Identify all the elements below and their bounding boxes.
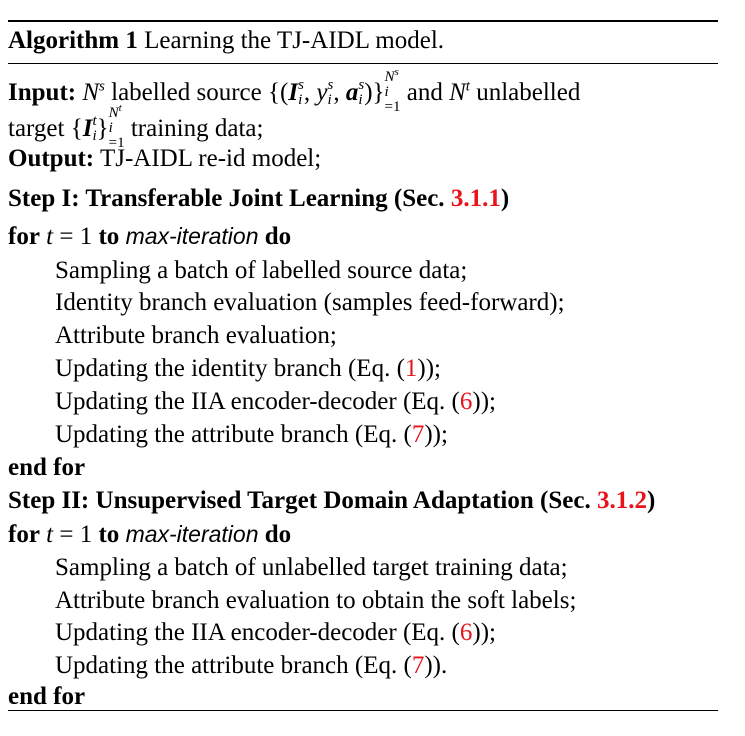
- step2-item-3-post: ));: [472, 619, 496, 646]
- caption-rule: [8, 63, 718, 65]
- input-text-3: unlabelled: [476, 79, 581, 107]
- math-t-eq-1: t: [46, 223, 54, 250]
- output-line: Output: TJ-AIDL re-id model;: [8, 144, 321, 174]
- input-text-2: and: [406, 79, 443, 107]
- step1-item-5-post: ));: [472, 388, 496, 415]
- step1-end-for: end for: [8, 454, 86, 481]
- input-text-1: labelled source: [111, 79, 262, 107]
- step2-to-keyword: to: [98, 521, 120, 548]
- step1-heading-text: Step I: Transferable Joint Learning (Sec…: [8, 185, 445, 212]
- step1-do-keyword: do: [264, 223, 292, 250]
- step2-do-keyword: do: [264, 521, 292, 548]
- step1-heading: Step I: Transferable Joint Learning (Sec…: [8, 184, 509, 214]
- output-label: Output:: [8, 145, 95, 172]
- step2-heading-close: ): [646, 487, 656, 514]
- caption-label: Algorithm 1: [8, 27, 138, 54]
- step1-heading-close: ): [500, 185, 510, 212]
- bottom-rule: [8, 710, 718, 712]
- step2-item-1: Sampling a batch of unlabelled target tr…: [55, 554, 568, 581]
- step1-item-1: Sampling a batch of labelled source data…: [55, 257, 468, 284]
- step1-item-6-post: ));: [424, 421, 448, 448]
- step1-item-4: Updating the identity branch (Eq. (1));: [55, 354, 441, 384]
- output-text: TJ-AIDL re-id model;: [99, 145, 322, 172]
- algorithm-caption: Algorithm 1 Learning the TJ-AIDL model.: [8, 26, 444, 56]
- step1-section-ref[interactable]: 3.1.1: [450, 185, 501, 212]
- step1-max-iteration: max-iteration: [125, 223, 259, 249]
- step1-item-4-pre: Updating the identity branch (Eq. (: [55, 355, 405, 382]
- step1-for-line: for t = 1 to max-iteration do: [8, 221, 291, 252]
- step1-item-3: Attribute branch evaluation;: [55, 322, 337, 349]
- step1-item-2: Identity branch evaluation (samples feed…: [55, 289, 565, 316]
- equation-ref-7-b[interactable]: 7: [411, 652, 425, 679]
- equation-ref-1[interactable]: 1: [404, 355, 418, 382]
- step1-item-5-pre: Updating the IIA encoder-decoder (Eq. (: [55, 388, 460, 415]
- step2-item-4: Updating the attribute branch (Eq. (7)).: [55, 651, 447, 681]
- step1-item-5: Updating the IIA encoder-decoder (Eq. (6…: [55, 387, 496, 417]
- math-t-eq-1-b: t: [46, 521, 54, 548]
- input-label: Input:: [8, 79, 77, 107]
- step1-item-6-pre: Updating the attribute branch (Eq. (: [55, 421, 412, 448]
- top-rule: [8, 20, 718, 22]
- equation-ref-6[interactable]: 6: [459, 388, 473, 415]
- step2-heading-text: Step II: Unsupervised Target Domain Adap…: [8, 487, 591, 514]
- step2-item-2: Attribute branch evaluation to obtain th…: [55, 587, 577, 614]
- math-ns: Ns: [82, 78, 105, 107]
- step2-for-line: for t = 1 to max-iteration do: [8, 519, 291, 550]
- input-text-4: target: [8, 115, 65, 143]
- caption-title: Learning the TJ-AIDL model.: [144, 27, 445, 54]
- algorithm-block: Algorithm 1 Learning the TJ-AIDL model. …: [8, 20, 718, 712]
- math-nt: Nt: [449, 78, 470, 107]
- step2-item-3-pre: Updating the IIA encoder-decoder (Eq. (: [55, 619, 460, 646]
- math-eq-one-b: = 1: [59, 521, 93, 548]
- step2-item-4-post: )).: [424, 652, 448, 679]
- step2-heading: Step II: Unsupervised Target Domain Adap…: [8, 486, 655, 516]
- step2-item-3: Updating the IIA encoder-decoder (Eq. (6…: [55, 618, 496, 648]
- input-text-5: training data;: [130, 115, 264, 143]
- step2-item-4-pre: Updating the attribute branch (Eq. (: [55, 652, 412, 679]
- step2-end-for: end for: [8, 683, 86, 710]
- step1-item-4-post: ));: [417, 355, 442, 382]
- step2-section-ref[interactable]: 3.1.2: [596, 487, 647, 514]
- step1-for-keyword: for: [8, 223, 40, 250]
- step2-for-keyword: for: [8, 521, 40, 548]
- step1-to-keyword: to: [98, 223, 120, 250]
- equation-ref-6-b[interactable]: 6: [459, 619, 473, 646]
- math-eq-one: = 1: [59, 223, 93, 250]
- step1-item-6: Updating the attribute branch (Eq. (7));: [55, 420, 448, 450]
- step2-max-iteration: max-iteration: [125, 521, 259, 547]
- equation-ref-7[interactable]: 7: [411, 421, 425, 448]
